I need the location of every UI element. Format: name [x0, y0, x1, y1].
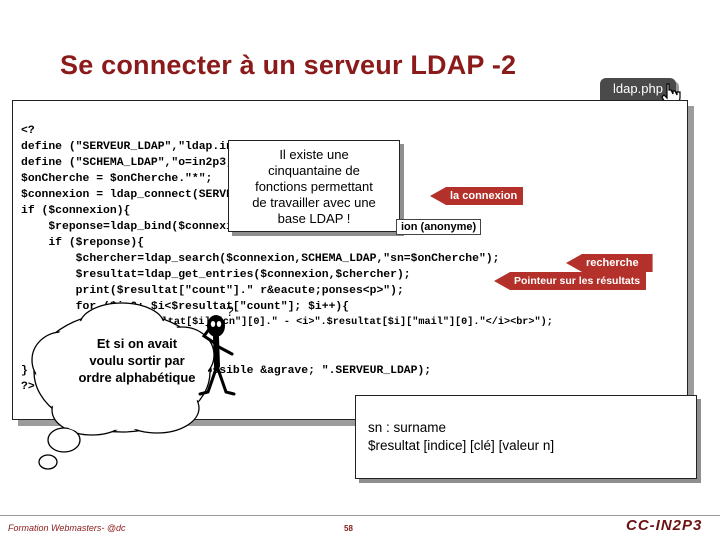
anonymous-label: ion (anonyme) [396, 219, 482, 235]
footer-left-text: Formation Webmasters- @dc [8, 523, 126, 533]
connexion-arrow-label: la connexion [430, 187, 524, 205]
cloud-text: Et si on avait voulu sortir par ordre al… [78, 336, 196, 385]
code-line-3: define ("SCHEMA_LDAP","o=in2p3,c=fr"); [21, 157, 281, 169]
logo: CC-IN2P3 [626, 517, 703, 534]
functions-callout-text: Il existe une cinquantaine de fonctions … [252, 147, 376, 226]
svg-text:?: ? [226, 303, 234, 319]
code-line-1: <? [21, 125, 35, 137]
result-note: $resultat [indice] [clé] [valeur n] [368, 438, 555, 453]
code-line-9: $chercher=ldap_search($connexion,SCHEMA_… [21, 253, 500, 265]
notes-callout: sn : surname $resultat [indice] [clé] [v… [355, 395, 697, 479]
sn-note: sn : surname [368, 420, 447, 435]
pointer-arrow-label: Pointeur sur les résultats [494, 272, 647, 290]
code-line-11: print($resultat["count"]." r&eacute;pons… [21, 285, 404, 297]
code-line-7: $reponse=ldap_bind($connexion); [21, 221, 261, 233]
code-line-8: if ($reponse){ [21, 237, 145, 249]
code-line-17: ?> [21, 381, 35, 393]
code-line-12: for ($i=0; $i<$resultat["count"]; $i++){ [21, 301, 350, 313]
code-line-4: $onCherche = $onCherche."*"; [21, 173, 213, 185]
page-number: 58 [344, 524, 353, 533]
functions-callout: Il existe une cinquantaine de fonctions … [228, 140, 400, 232]
thinking-figure-icon: ? [198, 303, 236, 396]
slide-title: Se connecter à un serveur LDAP -2 [60, 50, 517, 80]
search-arrow-label: recherche [566, 254, 653, 272]
code-line-6: if ($connexion){ [21, 205, 131, 217]
footer-divider [0, 515, 720, 516]
file-tab[interactable]: ldap.php [600, 78, 676, 100]
code-line-10: $resultat=ldap_get_entries($connexion,$c… [21, 269, 411, 281]
thought-cloud-icon [31, 302, 215, 470]
code-line-13: print($resultat[$i]["cn"][0]." - <i>".$r… [21, 317, 553, 328]
